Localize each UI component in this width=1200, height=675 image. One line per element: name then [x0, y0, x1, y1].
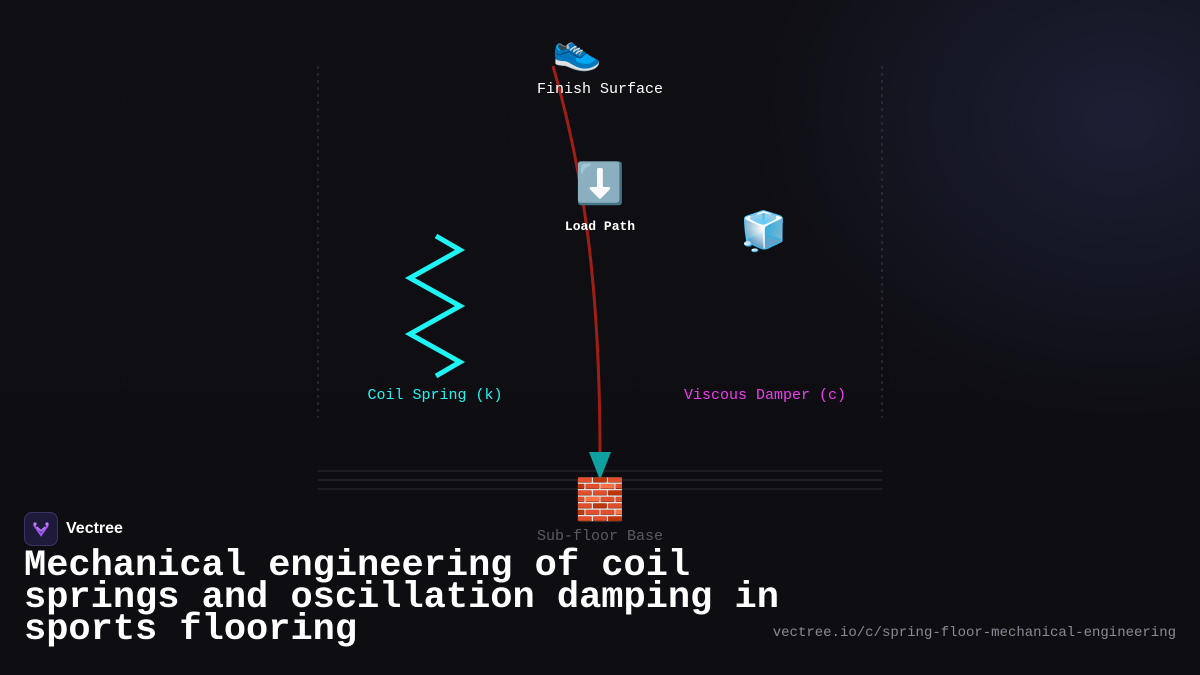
- down-arrow-icon: ⬇️: [575, 161, 625, 207]
- running-shoe-icon: 👟: [552, 27, 602, 73]
- load-path-curve: [551, 65, 602, 456]
- source-url: vectree.io/c/spring-floor-mechanical-eng…: [772, 625, 1176, 641]
- spring-zigzag-icon: [404, 233, 466, 379]
- vectree-logo-icon: [24, 512, 58, 546]
- brand: Vectree: [24, 512, 123, 546]
- subfloor-base-label: Sub-floor Base: [536, 528, 664, 545]
- coil-spring-label: Coil Spring (k): [367, 387, 503, 404]
- load-path-label: Load Path: [564, 219, 636, 234]
- page-title: Mechanical engineering of coil springs a…: [24, 545, 779, 651]
- brick-icon: 🧱: [575, 477, 625, 523]
- viscous-damper-label: Viscous Damper (c): [683, 387, 847, 404]
- load-path-arrowhead: [589, 452, 611, 480]
- brand-name: Vectree: [66, 520, 123, 537]
- finish-surface-label: Finish Surface: [536, 81, 664, 98]
- ice-cube-icon: 🧊: [740, 209, 788, 253]
